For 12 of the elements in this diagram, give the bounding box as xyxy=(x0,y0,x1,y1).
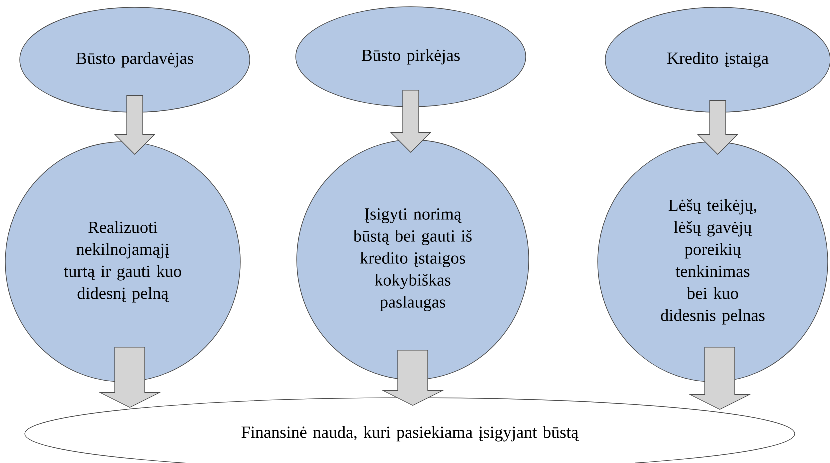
ellipse-node: Būsto pirkėjas xyxy=(296,6,526,108)
circle-node: Įsigyti norimą būstą bei gauti iš kredito įstaigos kokybiškas paslaugas xyxy=(296,140,530,380)
block-arrow xyxy=(688,347,752,410)
ellipse-node: Kredito įstaiga xyxy=(605,7,830,113)
circle-node: Realizuoti nekilnojamąjį turtą ir gauti kuo didesnį pelną xyxy=(5,142,241,382)
block-arrow xyxy=(697,100,739,156)
circle-node: Lėšų teikėjų, lėšų gavėjų poreikių tenkinimas bei kuo didesnis pelnas xyxy=(598,142,828,382)
block-arrow xyxy=(390,90,432,154)
block-arrow xyxy=(114,96,156,156)
block-arrow xyxy=(98,347,162,408)
block-arrow xyxy=(382,350,444,406)
ellipse-node: Būsto pardavėjas xyxy=(20,7,250,113)
